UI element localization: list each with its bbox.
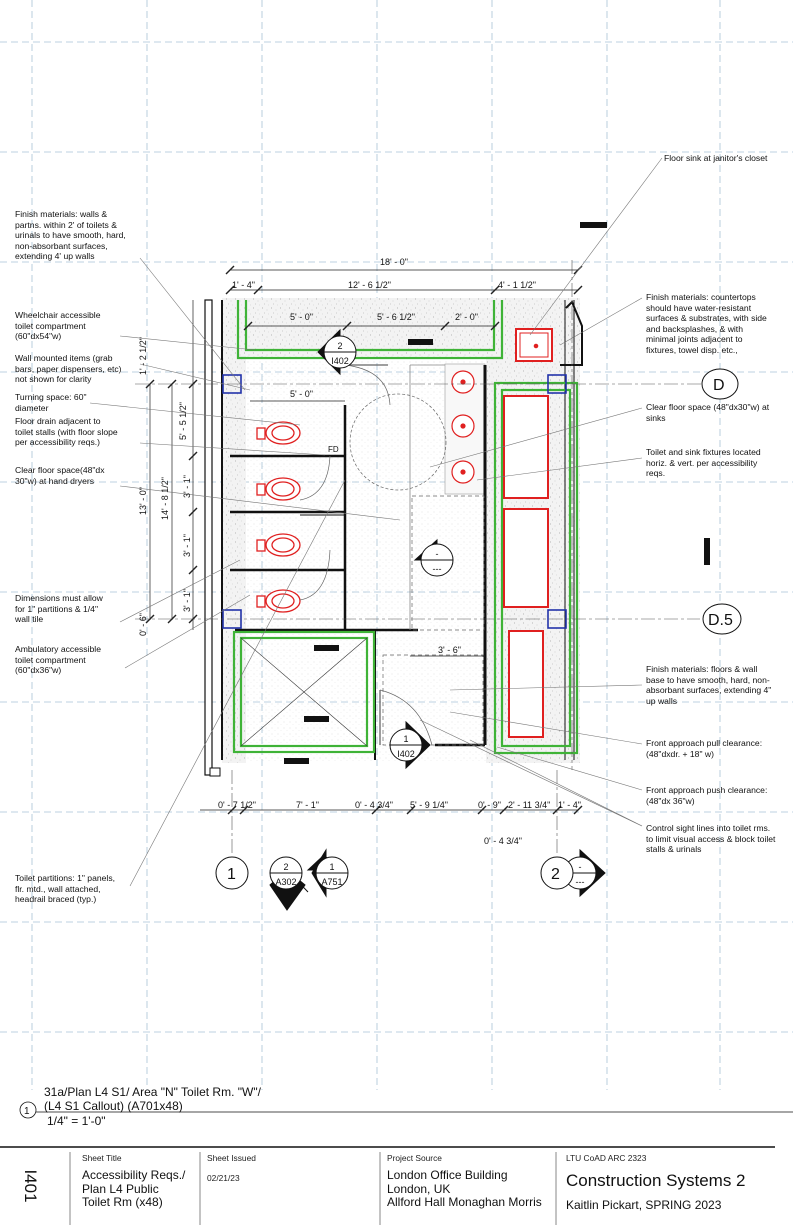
class-title: Construction Systems 2	[566, 1171, 746, 1190]
elevation-2-number: 1	[329, 862, 334, 872]
dim-v7: 3' - 1"	[182, 589, 192, 612]
view-number: 1	[24, 1106, 30, 1117]
sheet-title-label: Sheet Title	[82, 1153, 122, 1163]
section-top-number: 2	[337, 341, 342, 351]
sheet-issued-date: 02/21/23	[207, 1173, 240, 1183]
dim-turn: 5' - 0"	[290, 389, 313, 399]
col2-callout-number: -	[579, 862, 582, 872]
dim-b6: 2' - 11 3/4"	[508, 800, 550, 810]
dim-b3: 0' - 4 3/4"	[355, 800, 393, 810]
section-bot-sheet: I402	[397, 749, 415, 759]
annotation-hand-dryer-clearance: Clear floor space(48"dx 30"w) at hand dr…	[15, 465, 105, 486]
finish-boundaries	[232, 300, 579, 755]
annotation-floor-sink: Floor sink at janitor's closet	[664, 153, 768, 163]
section-bot-number: 1	[403, 734, 408, 744]
view-title-line1: 31a/Plan L4 S1/ Area "N" Toilet Rm. "W"/	[44, 1085, 261, 1099]
elevation-1-number: 2	[283, 862, 288, 872]
dim-b1: 0' - 7 1/2"	[218, 800, 256, 810]
grid-label-d5: D.5	[708, 612, 733, 629]
toilet-1	[256, 421, 301, 445]
author: Kaitlin Pickart, SPRING 2023	[566, 1198, 722, 1212]
grid-label-d: D	[713, 377, 725, 394]
tag-bars	[209, 222, 710, 777]
annotation-toilet-partitions: Toilet partitions: 1" panels, flr. mtd.,…	[15, 873, 116, 905]
annotation-floor-finish: Finish materials: floors & wall base to …	[646, 664, 772, 706]
dim-door: 3' - 6"	[438, 645, 461, 655]
dimension-lines	[145, 265, 583, 815]
sinks	[451, 370, 475, 484]
col2-callout-sheet: ---	[576, 877, 585, 887]
section-callout-shapes	[215, 328, 742, 911]
grid-label-2: 2	[551, 866, 560, 883]
dim-v5: 3' - 1"	[182, 475, 192, 498]
section-mid-sheet: ---	[433, 564, 442, 574]
annotation-push-clearance: Front approach push clearance: (48"dx 36…	[646, 785, 768, 806]
elevation-1-sheet: A302	[275, 877, 296, 887]
dim-v3: 13' - 0"	[138, 487, 148, 515]
dim-b4: 5' - 9 1/4"	[410, 800, 448, 810]
dim-b8: 0' - 4 3/4"	[484, 836, 522, 846]
dim-v1: 1' - 2 1/2"	[138, 337, 148, 375]
sheet-issued-label: Sheet Issued	[207, 1153, 256, 1163]
toilet-4	[256, 589, 301, 613]
view-scale: 1/4" = 1'-0"	[47, 1114, 106, 1128]
annotation-wall-mounted: Wall mounted items (grab bars, paper dis…	[15, 353, 122, 385]
grid-lines	[135, 260, 703, 855]
floor-drain-label: FD	[328, 445, 339, 454]
sheet-title: Accessibility Reqs./ Plan L4 Public Toil…	[82, 1168, 186, 1209]
dim-v4: 14' - 8 1/2"	[160, 477, 170, 520]
annotation-countertop-finish: Finish materials: countertops should hav…	[646, 292, 767, 355]
toilet-2	[256, 477, 301, 501]
dim-v6: 3' - 1"	[182, 534, 192, 557]
dim-seg-a: 1' - 4"	[232, 280, 255, 290]
leader-lines	[89, 157, 663, 887]
project-source: London Office Building London, UK Allfor…	[387, 1168, 542, 1209]
annotation-turning-space: Turning space: 60" diameter	[15, 392, 87, 413]
dim-b5: 0' - 9"	[478, 800, 501, 810]
grid-label-1: 1	[227, 866, 236, 883]
dim-inner-b: 5' - 6 1/2"	[377, 312, 415, 322]
annotation-pull-clearance: Front approach pull clearance: (48"dxdr.…	[646, 738, 763, 759]
title-lines	[0, 1101, 793, 1225]
dim-inner-a: 5' - 0"	[290, 312, 313, 322]
annotation-ambulatory-compartment: Ambulatory accessible toilet compartment…	[15, 644, 101, 676]
view-title-line2: (L4 S1 Callout) (A701x48)	[44, 1099, 183, 1113]
section-mid-number: -	[436, 549, 439, 559]
dim-seg-c: 4' - 1 1/2"	[498, 280, 536, 290]
dim-b7: 1' - 4"	[558, 800, 581, 810]
annotation-sink-clearance: Clear floor space (48"dx30"w) at sinks	[646, 402, 770, 423]
annotation-floor-drain: Floor drain adjacent to toilet stalls (w…	[15, 416, 118, 448]
toilet-3	[256, 533, 301, 557]
dim-overall: 18' - 0"	[380, 257, 408, 267]
dim-v2: 5' - 5 1/2"	[178, 402, 188, 440]
sheet-number: I401	[21, 1169, 40, 1203]
dim-v8: 0' - 6"	[138, 613, 148, 636]
fixtures	[256, 328, 553, 738]
annotation-fixture-location: Toilet and sink fixtures located horiz. …	[646, 447, 761, 479]
dim-b2: 7' - 1"	[296, 800, 319, 810]
annotation-wall-finish: Finish materials: walls & partns. within…	[15, 209, 126, 262]
project-source-label: Project Source	[387, 1153, 442, 1163]
doors	[299, 364, 485, 746]
section-top-sheet: I402	[331, 356, 349, 366]
elevation-2-sheet: A751	[321, 877, 342, 887]
annotation-wheelchair-compartment: Wheelchair accessible toilet compartment…	[15, 310, 101, 342]
course-code: LTU CoAD ARC 2323	[566, 1153, 647, 1163]
annotation-partition-dimensions: Dimensions must allow for 1" partitions …	[15, 593, 103, 625]
annotation-sight-lines: Control sight lines into toilet rms. to …	[646, 823, 776, 855]
dim-inner-c: 2' - 0"	[455, 312, 478, 322]
dim-seg-b: 12' - 6 1/2"	[348, 280, 391, 290]
